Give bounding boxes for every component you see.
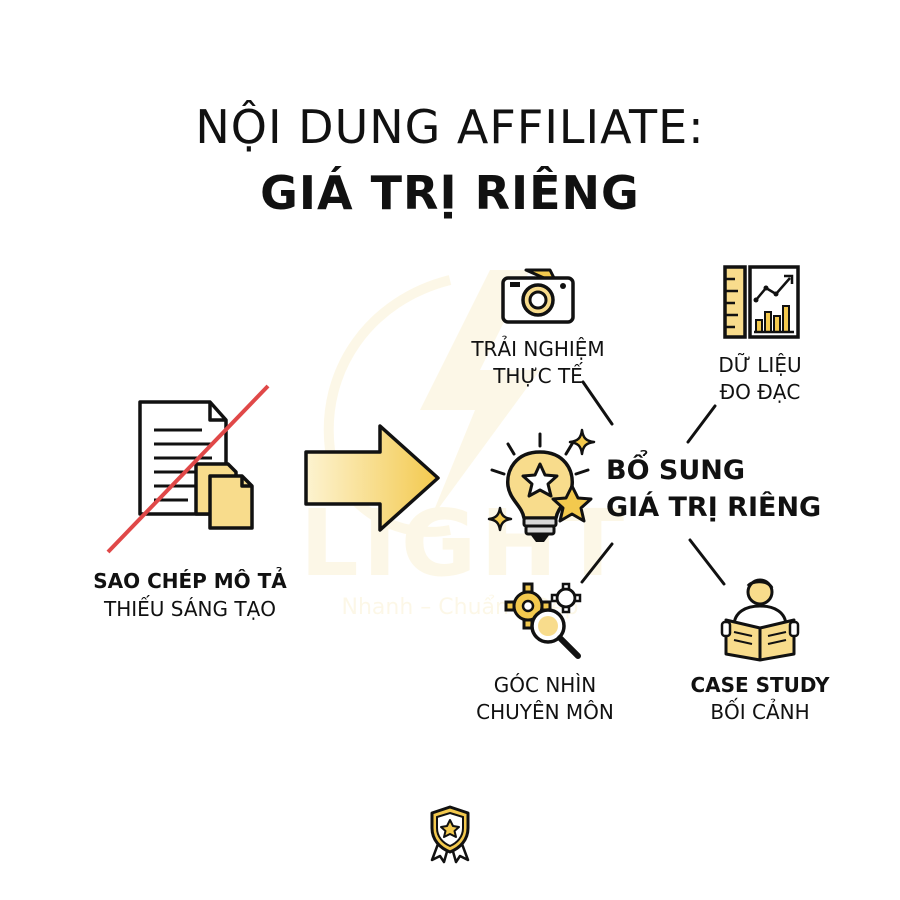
center-label-line1: BỔ SUNG bbox=[606, 455, 746, 486]
node-bottom-left-line1: GÓC NHÌN bbox=[493, 673, 597, 697]
shield-star-badge-icon bbox=[430, 805, 470, 864]
right-arrow-icon bbox=[304, 424, 440, 532]
left-label-line2: THIẾU SÁNG TẠO bbox=[104, 597, 276, 621]
copied-documents-icon bbox=[138, 400, 254, 530]
center-label-line2: GIÁ TRỊ RIÊNG bbox=[606, 492, 822, 523]
node-top-right-line2: ĐO ĐẠC bbox=[719, 380, 801, 404]
gears-magnifier-icon bbox=[504, 582, 582, 659]
node-bottom-right-line1: CASE STUDY bbox=[690, 673, 830, 697]
camera-icon bbox=[501, 268, 575, 324]
node-bottom-right-line2: BỐI CẢNH bbox=[710, 700, 810, 724]
node-top-left-line1: TRẢI NGHIỆM bbox=[471, 337, 605, 361]
watermark: LIGHT Nhanh – Chuẩn – Đẹp bbox=[300, 260, 624, 630]
left-label-line1: SAO CHÉP MÔ TẢ bbox=[93, 569, 287, 593]
reader-book-icon bbox=[720, 578, 800, 662]
ruler-chart-icon bbox=[723, 265, 800, 339]
strike-line bbox=[106, 384, 270, 554]
page-title-line2: GIÁ TRỊ RIÊNG bbox=[260, 166, 640, 220]
node-top-right-line1: DỮ LIỆU bbox=[718, 353, 802, 377]
page-title-line1: NỘI DUNG AFFILIATE: bbox=[195, 100, 705, 154]
node-bottom-left-line2: CHUYÊN MÔN bbox=[476, 700, 614, 724]
node-top-left-line2: THỰC TẾ bbox=[493, 364, 583, 388]
lightbulb-star-icon bbox=[487, 428, 596, 542]
watermark-bolt-icon bbox=[323, 270, 540, 537]
